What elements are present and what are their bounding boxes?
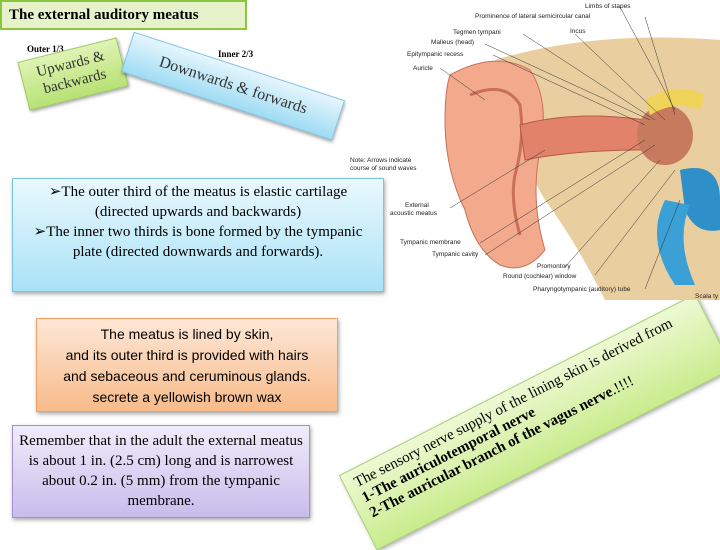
label-acoustic-meatus: acoustic meatus bbox=[390, 210, 438, 217]
label-note-2: course of sound waves bbox=[350, 165, 417, 172]
ossicles bbox=[645, 88, 705, 115]
arrow-bullet-icon: ➢ bbox=[48, 184, 62, 200]
label-prominence: Prominence of lateral semicircular canal bbox=[475, 13, 591, 20]
inner-two-thirds-label: Inner 2/3 bbox=[218, 49, 254, 59]
label-tympanic-membrane: Tympanic membrane bbox=[400, 239, 461, 246]
label-epitympanic-recess: Epitympanic recess bbox=[407, 51, 464, 58]
label-external: External bbox=[405, 202, 429, 209]
skin-line-2: and its outer third is provided with hai… bbox=[65, 347, 309, 363]
skin-line-1: The meatus is lined by skin, bbox=[100, 326, 274, 342]
nerve-1: 1-The auriculotemporal nerve bbox=[359, 404, 539, 507]
label-malleus: Malleus (head) bbox=[431, 39, 474, 46]
skin-line-4: secrete a yellowish brown wax bbox=[92, 389, 282, 405]
meatus-length-box: Remember that in the adult the external … bbox=[12, 425, 310, 518]
cochlea bbox=[680, 168, 720, 231]
label-auricle: Auricle bbox=[413, 65, 433, 72]
bone-text: The inner two thirds is bone formed by t… bbox=[46, 224, 363, 260]
nerve-intro: The sensory nerve supply of the lining s… bbox=[351, 315, 676, 491]
outer-third-label: Outer 1/3 bbox=[27, 44, 64, 54]
label-tympanic-cavity: Tympanic cavity bbox=[432, 251, 479, 258]
bone-bullet: ➢The inner two thirds is bone formed by … bbox=[21, 222, 375, 262]
auditory-tube bbox=[657, 200, 695, 285]
skin-lining-box: The meatus is lined by skin, and its out… bbox=[36, 318, 338, 412]
cartilage-text: The outer third of the meatus is elastic… bbox=[61, 184, 348, 220]
label-promontory: Promontory bbox=[537, 263, 571, 270]
label-incus: Incus bbox=[570, 28, 586, 35]
auricle-shape bbox=[444, 60, 546, 269]
label-pharyngotympanic-tube: Pharyngotympanic (auditory) tube bbox=[533, 286, 631, 293]
middle-ear bbox=[637, 105, 693, 165]
cartilage-bullet: ➢The outer third of the meatus is elasti… bbox=[21, 182, 375, 222]
label-note-1: Note: Arrows indicate bbox=[350, 157, 412, 164]
nerve-supply-note: The sensory nerve supply of the lining s… bbox=[338, 293, 720, 550]
label-scala: Scala ty bbox=[695, 293, 719, 300]
downwards-forwards-tag: Downwards & forwards bbox=[120, 31, 346, 141]
label-round-window: Round (cochlear) window bbox=[503, 273, 577, 280]
ear-anatomy-illustration: Limbs of stapes Prominence of lateral se… bbox=[350, 3, 720, 300]
meatus-structure-box: ➢The outer third of the meatus is elasti… bbox=[12, 178, 384, 292]
auricle-fold bbox=[469, 87, 524, 236]
skin-line-3: and sebaceous and ceruminous glands. bbox=[63, 368, 311, 384]
label-tegmen-tympani: Tegmen tympani bbox=[453, 29, 501, 36]
diagram-labels: Limbs of stapes Prominence of lateral se… bbox=[350, 3, 719, 300]
leader-lines bbox=[439, 6, 681, 290]
label-limbs-of-stapes: Limbs of stapes bbox=[585, 3, 631, 10]
arrow-bullet-icon: ➢ bbox=[33, 224, 47, 240]
slide-title: The external auditory meatus bbox=[0, 0, 247, 30]
